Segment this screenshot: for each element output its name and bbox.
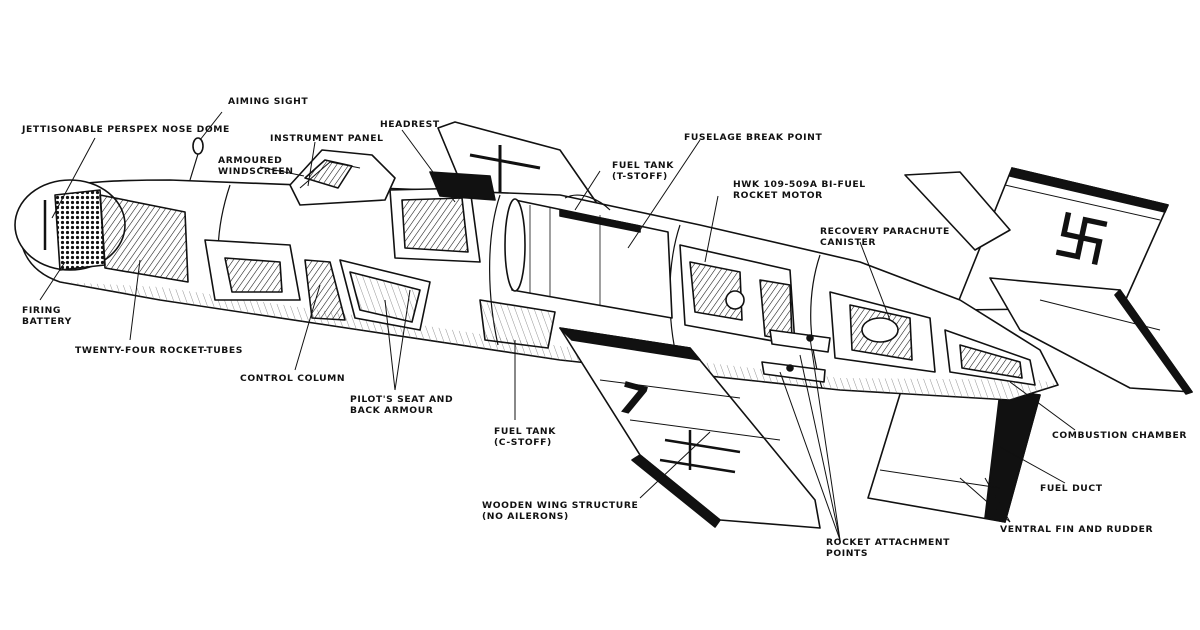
label-fuel-duct: FUEL DUCT	[1040, 483, 1103, 494]
label-fuel-tank-c-stoff-line: (C-STOFF)	[494, 437, 552, 448]
label-wing-structure-line: (NO AILERONS)	[482, 511, 569, 522]
label-rocket-tubes-line: TWENTY-FOUR ROCKET-TUBES	[75, 345, 243, 356]
label-headrest: HEADREST	[380, 119, 440, 130]
fuel-tank-t-stoff	[504, 194, 673, 319]
label-pilots-seat-line: PILOT'S SEAT AND	[350, 394, 454, 405]
tail-marking: 卐	[1049, 206, 1112, 276]
label-instrument-panel-line: INSTRUMENT PANEL	[270, 133, 384, 144]
tail-cone-interior	[829, 291, 1036, 386]
label-aiming-sight-line: AIMING SIGHT	[228, 96, 309, 107]
nose-section	[14, 179, 189, 283]
label-rocket-attachment-line: ROCKET ATTACHMENT	[826, 537, 951, 548]
fuel-tank-c-stoff	[479, 299, 556, 349]
label-fuselage-break-point: FUSELAGE BREAK POINT	[684, 132, 822, 143]
lower-wing: 7	[559, 327, 821, 529]
label-ventral-fin-line: VENTRAL FIN AND RUDDER	[1000, 524, 1154, 535]
label-control-column: CONTROL COLUMN	[240, 373, 345, 384]
aiming-sight-icon	[192, 137, 204, 155]
label-fuel-tank-t-stoff: FUEL TANK(T-STOFF)	[612, 160, 674, 182]
label-control-column-line: CONTROL COLUMN	[240, 373, 346, 384]
label-rocket-motor-line: HWK 109-509A BI-FUEL	[733, 179, 866, 190]
label-fuselage-break-point-line: FUSELAGE BREAK POINT	[684, 132, 823, 143]
label-rocket-attachment-line: POINTS	[826, 548, 869, 559]
label-pilots-seat-line: BACK ARMOUR	[350, 405, 434, 416]
vertical-tail-fin: 卐	[954, 167, 1169, 311]
label-fuel-tank-c-stoff: FUEL TANK(C-STOFF)	[494, 426, 556, 448]
label-headrest-line: HEADREST	[380, 119, 440, 130]
label-nose-dome: JETTISONABLE PERSPEX NOSE DOME	[22, 124, 230, 135]
label-fuel-tank-t-stoff-line: (T-STOFF)	[612, 171, 668, 182]
label-fuel-duct-line: FUEL DUCT	[1040, 483, 1103, 494]
label-rocket-tubes: TWENTY-FOUR ROCKET-TUBES	[75, 345, 243, 356]
label-aiming-sight: AIMING SIGHT	[228, 96, 308, 107]
label-parachute-canister-line: CANISTER	[820, 237, 876, 248]
label-ventral-fin: VENTRAL FIN AND RUDDER	[1000, 524, 1153, 535]
label-wing-structure: WOODEN WING STRUCTURE(NO AILERONS)	[482, 500, 638, 522]
ventral-fin	[867, 377, 1041, 523]
label-armoured-windscreen-line: WINDSCREEN	[218, 166, 294, 177]
label-parachute-canister-line: RECOVERY PARACHUTE	[820, 226, 950, 237]
rocket-motor-bay	[679, 244, 831, 383]
label-fuel-tank-t-stoff-line: FUEL TANK	[612, 160, 674, 171]
label-combustion-chamber-line: COMBUSTION CHAMBER	[1052, 430, 1187, 441]
label-firing-battery-line: FIRING	[22, 305, 62, 316]
label-wing-structure-line: WOODEN WING STRUCTURE	[482, 500, 639, 511]
leader-lines	[39, 111, 1076, 541]
label-instrument-panel: INSTRUMENT PANEL	[270, 133, 384, 144]
label-firing-battery-line: BATTERY	[22, 316, 72, 327]
label-combustion-chamber: COMBUSTION CHAMBER	[1052, 430, 1187, 441]
label-rocket-motor-line: ROCKET MOTOR	[733, 190, 823, 201]
label-fuel-tank-c-stoff-line: FUEL TANK	[494, 426, 556, 437]
label-nose-dome-line: JETTISONABLE PERSPEX NOSE DOME	[22, 124, 230, 135]
cockpit	[189, 137, 496, 331]
label-armoured-windscreen-line: ARMOURED	[218, 155, 283, 166]
horizontal-tailplane	[904, 171, 1193, 395]
